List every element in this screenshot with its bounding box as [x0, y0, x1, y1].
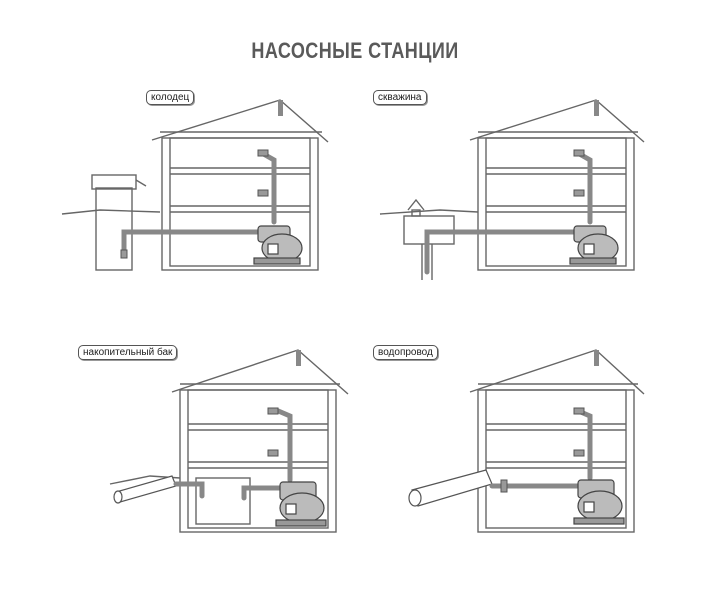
label-borehole: скважина [373, 90, 427, 105]
house-roof [469, 349, 645, 395]
suction-pipe [121, 229, 261, 255]
pump-base [573, 517, 625, 525]
supply-pipe-end [113, 490, 123, 504]
tap-upper-icon [267, 407, 279, 415]
label-water-main: водопровод [373, 345, 438, 360]
house-inner-wall [187, 389, 329, 529]
pump-gauge-icon [583, 243, 595, 255]
house-inner-wall [485, 389, 627, 529]
water-main-pipe-end [408, 489, 422, 507]
tap-lower-icon [257, 189, 269, 197]
valve-icon [500, 479, 508, 493]
pump-base [253, 257, 301, 265]
ground-line [61, 209, 161, 215]
house-inner-wall [169, 137, 311, 267]
tap-lower-icon [573, 449, 585, 457]
chimney [296, 350, 301, 366]
storage-tank [195, 477, 251, 525]
inlet-pipe [173, 481, 205, 499]
house-inner-wall [485, 137, 627, 267]
chimney [594, 100, 599, 116]
well-cap [91, 174, 137, 190]
pump-base [275, 519, 327, 527]
label-storage-tank: накопительный бак [78, 345, 178, 360]
well-shaft [95, 187, 133, 271]
page-title: НАСОСНЫЕ СТАНЦИИ [251, 38, 459, 63]
water-main-pipe [411, 469, 493, 507]
suction-pipe [241, 485, 283, 501]
tap-upper-icon [573, 407, 585, 415]
label-well: колодец [146, 90, 195, 105]
tap-lower-icon [267, 449, 279, 457]
foot-valve-icon [120, 249, 128, 259]
pump-gauge-icon [285, 503, 297, 515]
tap-upper-icon [257, 149, 269, 157]
tap-lower-icon [573, 189, 585, 197]
ground-line [379, 209, 479, 215]
tap-upper-icon [573, 149, 585, 157]
pump-gauge-icon [583, 501, 595, 513]
pump-base [569, 257, 617, 265]
riser-pipe [273, 407, 293, 483]
suction-pipe [424, 229, 579, 275]
borehole-cap [407, 198, 425, 211]
well-handle [135, 179, 147, 187]
pump-gauge-icon [267, 243, 279, 255]
chimney [594, 350, 599, 366]
chimney [278, 100, 283, 116]
